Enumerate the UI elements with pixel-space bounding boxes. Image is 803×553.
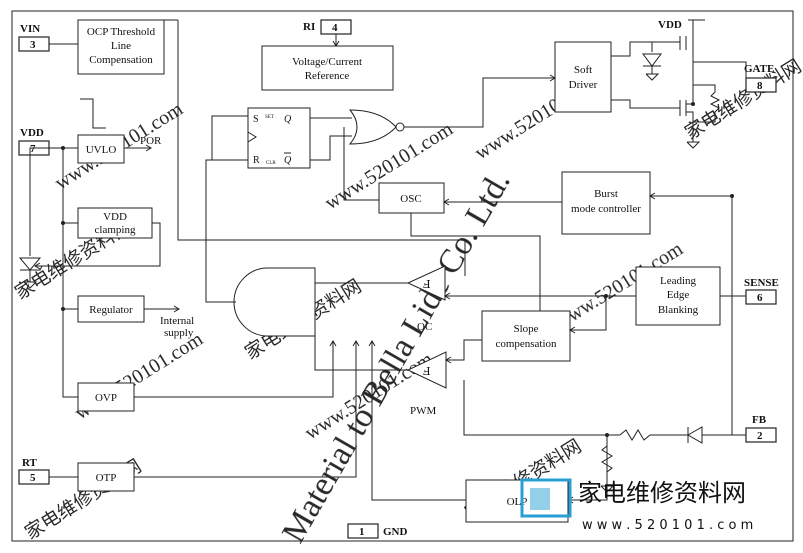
- vdd-clamping-line2: clamping: [95, 224, 136, 236]
- burst-line1: Burst: [594, 188, 618, 200]
- por-label: POR: [140, 135, 162, 147]
- voltage-current-reference-block: Voltage/Current Reference: [261, 45, 394, 91]
- ocp-line1: OCP Threshold: [87, 26, 156, 38]
- osc-block: OSC: [378, 182, 445, 214]
- pin-number: 6: [757, 292, 763, 304]
- osc-label: OSC: [400, 193, 421, 205]
- watermark-cn: 家电维修资料网: [681, 55, 803, 144]
- chip-outline: [11, 10, 794, 542]
- vdd-clamping-block: VDD clamping: [77, 207, 153, 239]
- vref-line1: Voltage/Current: [292, 56, 362, 68]
- pin-gnd: 1 GND: [347, 523, 408, 539]
- pin-name: VIN: [20, 23, 40, 35]
- oc-label: OC: [417, 321, 432, 333]
- pin-number: 1: [359, 526, 365, 538]
- pin-box: [745, 289, 777, 305]
- ocp-threshold-block: OCP Threshold Line Compensation: [77, 19, 165, 75]
- slope-line1: Slope: [513, 323, 538, 335]
- otp-label: OTP: [96, 472, 117, 484]
- pin-name: SENSE: [744, 277, 779, 289]
- ff-r-label: R: [253, 155, 260, 166]
- soft-driver-line1: Soft: [574, 64, 592, 76]
- fb-diode: [686, 426, 703, 444]
- pin-name: RT: [22, 457, 38, 469]
- driver-zener: [642, 53, 662, 67]
- oc-comparator: Ⅎ OC: [406, 265, 446, 333]
- nor-gate: [348, 109, 405, 145]
- ovp-label: OVP: [95, 392, 117, 404]
- pin-vdd: VDD 7: [18, 127, 50, 156]
- junction-dots: [61, 102, 734, 437]
- slope-line2: compensation: [495, 338, 557, 350]
- pin-ri: RI 4: [303, 19, 352, 35]
- otp-block: OTP: [77, 462, 135, 492]
- vdd-clamping-line1: VDD: [103, 211, 127, 223]
- pwm-label: PWM: [410, 405, 437, 417]
- pin-sense: SENSE 6: [744, 277, 779, 305]
- and-gate: [233, 267, 316, 337]
- ocp-line3: Compensation: [89, 54, 153, 66]
- pin-name: GND: [383, 526, 408, 538]
- pin-name: GATE: [744, 63, 774, 75]
- olp-label: OLP: [507, 496, 528, 508]
- regulator-block: Regulator: [77, 295, 145, 323]
- leb-line3: Blanking: [658, 304, 699, 316]
- vdd-top-label: VDD: [658, 19, 682, 31]
- pin-number: 3: [30, 39, 36, 51]
- pin-number: 8: [757, 80, 763, 92]
- vref-line2: Reference: [305, 70, 350, 82]
- pin-number: 5: [30, 472, 36, 484]
- pin-number: 2: [757, 430, 763, 442]
- ovp-block: OVP: [77, 382, 135, 412]
- pin-rt: RT 5: [18, 457, 50, 485]
- pin-gate: GATE 8: [744, 63, 777, 93]
- slope-compensation-block: Slope compensation: [481, 310, 571, 362]
- soft-driver-block: Soft Driver: [554, 41, 612, 113]
- uvlo-label: UVLO: [86, 144, 117, 156]
- pin-number: 4: [332, 22, 338, 34]
- sr-flip-flop: S SET Q R CLR Q: [247, 107, 311, 169]
- pin-fb: FB 2: [745, 414, 777, 443]
- pin-vin: VIN 3: [18, 23, 50, 52]
- ff-qbar-label: Q: [284, 155, 292, 166]
- zener-diode: [18, 257, 42, 271]
- leading-edge-blanking-block: Leading Edge Blanking: [635, 266, 721, 326]
- ff-clr-label: CLR: [266, 161, 276, 166]
- uvlo-block: UVLO: [77, 134, 125, 164]
- pin-box: [347, 523, 379, 539]
- ocp-line2: Line: [111, 40, 131, 52]
- leb-line2: Edge: [667, 289, 690, 301]
- pwm-comparator: Ⅎ PWM: [406, 351, 447, 417]
- watermark-logo-url: w w w . 5 2 0 1 0 1 . c o m: [582, 518, 753, 533]
- resistor-fb: [619, 429, 688, 441]
- regulator-label: Regulator: [89, 304, 133, 316]
- ff-clock-triangle: [247, 131, 257, 143]
- pin-number: 7: [30, 143, 36, 155]
- ff-q-label: Q: [284, 114, 292, 125]
- resistor-gate: [693, 84, 721, 123]
- pin-name: RI: [303, 21, 315, 33]
- burst-mode-controller-block: Burst mode controller: [561, 171, 651, 235]
- watermark-logo-cn: 家电维修资料网: [578, 479, 746, 507]
- leb-line1: Leading: [660, 275, 697, 287]
- watermark-logo: 家电维修资料网 w w w . 5 2 0 1 0 1 . c o m: [520, 478, 753, 533]
- ff-s-label: S: [253, 114, 259, 125]
- pin-name: VDD: [20, 127, 44, 139]
- pin-name: FB: [752, 414, 767, 426]
- ff-set-label: SET: [265, 115, 274, 120]
- pwm-comparator-symbol: Ⅎ: [423, 366, 431, 378]
- internal-supply-line1: Internal: [160, 315, 194, 327]
- nor-bubble: [395, 122, 405, 132]
- oc-comparator-symbol: Ⅎ: [423, 279, 431, 291]
- internal-supply-line2: supply: [164, 327, 194, 339]
- soft-driver-line2: Driver: [569, 79, 598, 91]
- burst-line2: mode controller: [571, 203, 641, 215]
